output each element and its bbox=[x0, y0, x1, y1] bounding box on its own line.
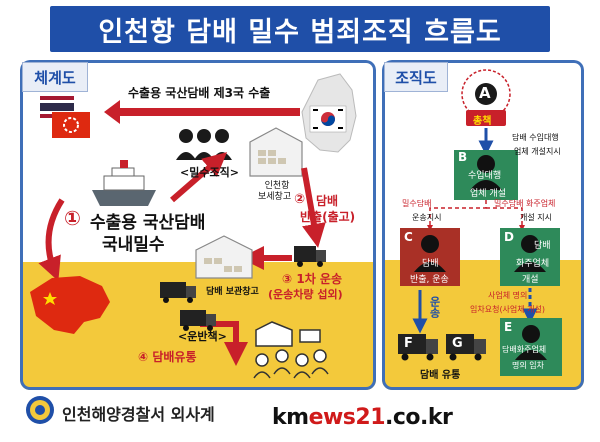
person-c-role1: 담배 bbox=[422, 259, 439, 269]
truck-icon-storage bbox=[160, 282, 196, 303]
b-to-c-label1: 밀수담배 bbox=[402, 199, 432, 208]
person-b-role2: 업체 개설 bbox=[470, 189, 506, 199]
step2-line1: 담배 bbox=[316, 194, 339, 208]
d-to-e-label2: 임차요청(사업체 개설) bbox=[470, 305, 546, 314]
truck-icon-carrier bbox=[180, 310, 216, 331]
truck-f-letter: F bbox=[404, 336, 413, 351]
storage-warehouse-label: 담배 보관창고 bbox=[206, 287, 259, 297]
person-e-letter: E bbox=[504, 320, 513, 334]
c-transport-label: 운송 bbox=[428, 296, 441, 318]
truck-g-icon bbox=[446, 334, 486, 361]
export-arrow bbox=[104, 100, 300, 124]
footer-agency: 인천해양경찰서 외사계 bbox=[62, 405, 215, 424]
b-to-c-label2: 운송지시 bbox=[412, 213, 442, 222]
person-e-role2: 명의 임차 bbox=[512, 361, 544, 370]
person-d-role2: 화주업체 bbox=[516, 259, 550, 269]
smuggling-org-label: <밀수조직> bbox=[180, 166, 239, 179]
bonded-warehouse-icon bbox=[249, 127, 303, 177]
person-d-role3: 개설 bbox=[522, 275, 539, 285]
person-c-role2: 반출, 운송 bbox=[410, 275, 449, 285]
tab-system-diagram: 체계도 bbox=[22, 62, 88, 92]
hongkong-flag-icon bbox=[52, 112, 90, 138]
china-map-icon bbox=[30, 276, 110, 334]
step2-line2: 반출(출고) bbox=[300, 210, 356, 224]
distribution-people-icon bbox=[253, 349, 329, 379]
a-to-b-instruction2: 업체 개설지시 bbox=[514, 147, 561, 156]
person-b-icon bbox=[470, 155, 502, 190]
arrow-china-route bbox=[38, 198, 65, 282]
korea-map-icon bbox=[301, 73, 357, 153]
bonded-warehouse-label2: 보세창고 bbox=[258, 192, 292, 202]
truck-icon-first bbox=[294, 246, 326, 267]
person-a-role: 총책 bbox=[473, 116, 492, 127]
person-d-role1: 담배 bbox=[534, 241, 551, 251]
person-c-letter: C bbox=[404, 230, 413, 244]
step3-line2: (운송차량 섭외) bbox=[268, 288, 343, 301]
step3-line1: ③ 1차 운송 bbox=[282, 272, 342, 286]
tab-org-chart: 조직도 bbox=[384, 62, 448, 92]
step4-label: ④ 담배유통 bbox=[138, 350, 197, 364]
watermark: kmews21.co.kr bbox=[272, 405, 453, 430]
step2-number: ② bbox=[294, 192, 306, 207]
person-d-letter: D bbox=[504, 230, 514, 244]
thailand-flag-icon bbox=[40, 96, 74, 118]
person-c-icon bbox=[414, 235, 446, 272]
b-to-d-label2: 개설 지시 bbox=[520, 213, 552, 222]
storage-warehouse-icon bbox=[195, 235, 253, 279]
cargo-ship-icon bbox=[92, 160, 156, 206]
person-a-letter: A bbox=[479, 84, 491, 102]
coast-guard-emblem-icon bbox=[26, 396, 54, 424]
truck-f-icon bbox=[398, 334, 438, 361]
person-e-role1: 담배화주업체 bbox=[502, 345, 547, 354]
cigarette-box-icon bbox=[255, 321, 321, 347]
a-to-b-instruction1: 담배 수입대행 bbox=[512, 133, 559, 142]
person-d-icon bbox=[514, 235, 546, 272]
truck-g-letter: G bbox=[452, 336, 463, 351]
arrow-smuggle-to-org bbox=[170, 152, 228, 203]
distribution-label: 담배 유통 bbox=[420, 370, 461, 381]
bonded-warehouse-label1: 인천항 bbox=[264, 181, 290, 191]
person-b-letter: B bbox=[458, 150, 468, 164]
step1-line2: 국내밀수 bbox=[102, 235, 165, 255]
person-b-role1: 수입대행 bbox=[468, 171, 502, 181]
step1-number: ① bbox=[64, 206, 81, 230]
person-e-icon bbox=[515, 325, 547, 360]
step1-line1: 수출용 국산담배 bbox=[90, 213, 206, 233]
smuggling-org-people-icon bbox=[176, 129, 232, 160]
export-label: 수출용 국산담배 제3국 수출 bbox=[128, 86, 271, 100]
d-to-e-label1: 사업체 명의 bbox=[488, 291, 528, 300]
carrier-label: <운반책> bbox=[178, 330, 227, 343]
arrow-release bbox=[301, 167, 326, 248]
page-title: 인천항 담배 밀수 범죄조직 흐름도 bbox=[50, 6, 550, 52]
b-to-d-label1: 밀수담배 화주업체 bbox=[494, 199, 556, 208]
